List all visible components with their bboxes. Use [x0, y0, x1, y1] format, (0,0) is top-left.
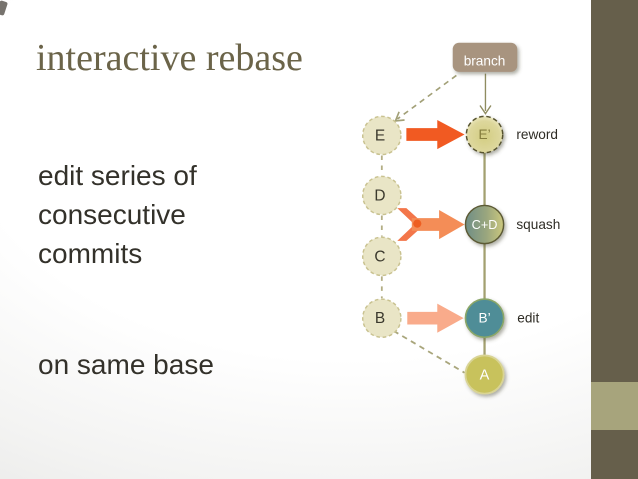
branch-to-old-tip-dashed-line — [394, 74, 457, 122]
new-commit-label-B-prime: B’ — [478, 311, 490, 326]
action-label-edit: edit — [517, 311, 539, 326]
new-commit-label-A: A — [480, 367, 490, 383]
footer-line: on same base — [38, 349, 214, 380]
new-commit-node-E-prime — [465, 115, 504, 154]
body-line-1: edit series of — [38, 160, 197, 191]
old-commit-label-B: B — [375, 310, 385, 327]
right-sidebar-accent-band — [591, 382, 638, 430]
action-label-reword: reword — [516, 127, 558, 142]
reword-arrow-icon — [406, 120, 465, 150]
slide-title: interactive rebase — [36, 37, 303, 79]
git-rebase-diagram: branch E D C B — [362, 42, 560, 395]
old-commit-node-D — [362, 175, 402, 216]
action-label-squash: squash — [516, 217, 560, 232]
new-commit-node-CD — [464, 204, 505, 245]
old-commit-label-C: C — [374, 248, 385, 265]
edit-arrow-icon — [407, 303, 464, 333]
arrowhead-diagonal-icon — [394, 111, 405, 122]
body-line-2: consecutive — [38, 199, 186, 230]
branch-box — [452, 42, 518, 72]
corner-fold-artifact — [0, 0, 8, 16]
branch-to-new-tip-line — [479, 73, 492, 115]
old-commit-node-C — [362, 236, 402, 277]
old-commit-node-B — [362, 298, 402, 338]
body-text: edit series of consecutive commits — [38, 156, 197, 273]
new-commit-node-B-prime — [464, 298, 505, 339]
new-commit-label-E-prime: E’ — [478, 127, 490, 142]
new-commit-label-CD: C+D — [472, 217, 498, 232]
branch-box-label: branch — [464, 53, 506, 68]
old-base-to-a-dashed-line — [393, 330, 466, 374]
body-line-3: commits — [38, 238, 143, 269]
old-commit-node-E — [362, 115, 402, 156]
new-commit-node-A — [464, 354, 505, 395]
right-sidebar-stripe — [591, 0, 638, 479]
old-commit-label-E: E — [375, 127, 385, 144]
old-commit-label-D: D — [374, 187, 385, 204]
squash-arrow-icon — [397, 208, 465, 241]
arrowhead-down-icon — [479, 105, 492, 115]
squash-arrow-dot — [413, 219, 422, 228]
